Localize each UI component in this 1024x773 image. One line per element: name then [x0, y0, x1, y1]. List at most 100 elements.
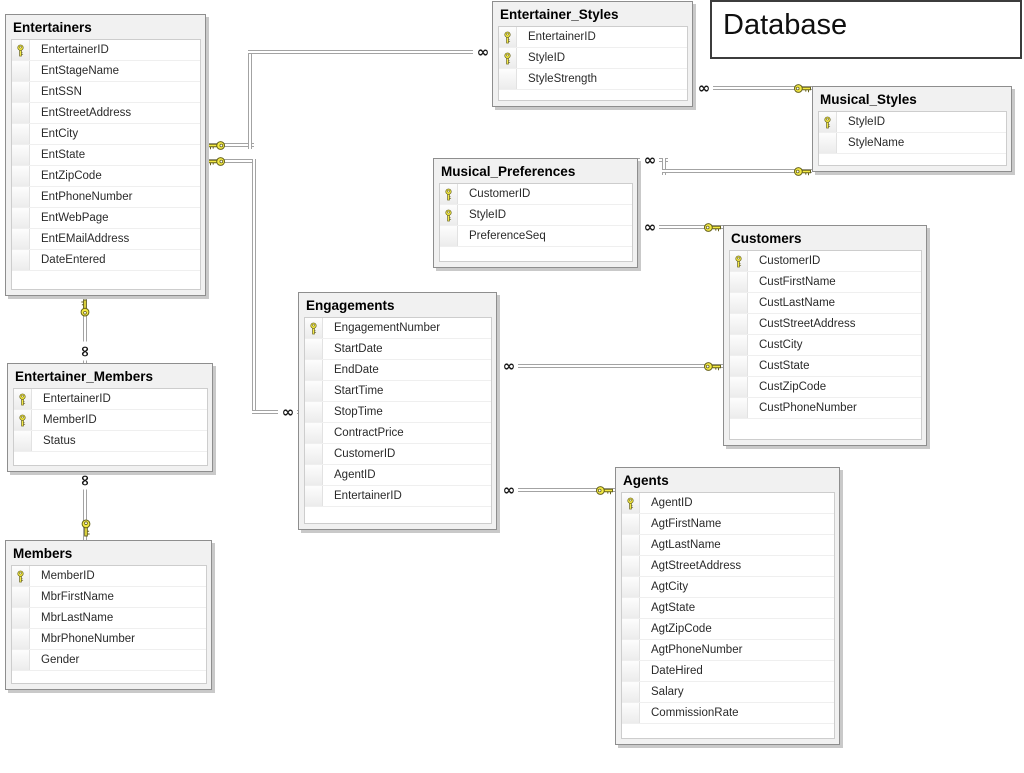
column-row[interactable]: Status — [14, 431, 207, 452]
column-row[interactable]: StyleID — [499, 48, 687, 69]
annotation-text-box[interactable]: Database — [710, 0, 1022, 59]
column-row[interactable]: AgentID — [305, 465, 491, 486]
column-row[interactable]: AgtZipCode — [622, 619, 834, 640]
primary-key-icon — [12, 40, 30, 60]
column-row[interactable]: StyleID — [440, 205, 632, 226]
column-row[interactable]: CustCity — [730, 335, 921, 356]
column-row[interactable]: CustStreetAddress — [730, 314, 921, 335]
column-name: Salary — [651, 686, 684, 698]
column-row[interactable]: EntPhoneNumber — [12, 187, 200, 208]
column-row[interactable]: EntState — [12, 145, 200, 166]
relationship-line-musical_styles-musical_preferences[interactable] — [662, 169, 812, 173]
column-name: CustLastName — [759, 297, 836, 309]
row-selector — [622, 682, 640, 702]
column-row[interactable]: CustomerID — [440, 184, 632, 205]
row-selector — [622, 514, 640, 534]
column-row[interactable]: StartDate — [305, 339, 491, 360]
column-row[interactable]: MbrFirstName — [12, 587, 206, 608]
column-row[interactable]: StopTime — [305, 402, 491, 423]
one-side-key-icon — [703, 219, 722, 235]
relationship-line-members-entertainer_members[interactable] — [83, 472, 87, 540]
column-row[interactable]: CustomerID — [730, 251, 921, 272]
column-row[interactable]: CustFirstName — [730, 272, 921, 293]
column-row[interactable]: EntStreetAddress — [12, 103, 200, 124]
table-title-members: Members — [13, 546, 73, 561]
column-row[interactable]: AgentID — [622, 493, 834, 514]
relationship-line-entertainers-engagements[interactable] — [206, 159, 256, 163]
column-row[interactable]: Gender — [12, 650, 206, 671]
column-name: StyleName — [848, 137, 905, 149]
row-selector — [12, 145, 30, 165]
column-row[interactable]: EntertainerID — [305, 486, 491, 507]
column-row[interactable]: MbrLastName — [12, 608, 206, 629]
many-side-infinity-icon: ∞ — [640, 152, 659, 168]
column-row[interactable]: EngagementNumber — [305, 318, 491, 339]
column-row[interactable]: AgtStreetAddress — [622, 556, 834, 577]
column-row[interactable]: MemberID — [12, 566, 206, 587]
column-name: EntPhoneNumber — [41, 191, 133, 203]
column-row[interactable]: CustPhoneNumber — [730, 398, 921, 419]
column-row[interactable]: PreferenceSeq — [440, 226, 632, 247]
column-row[interactable]: DateEntered — [12, 250, 200, 271]
column-row[interactable]: EntZipCode — [12, 166, 200, 187]
column-row[interactable]: AgtFirstName — [622, 514, 834, 535]
one-side-key-icon — [78, 519, 94, 538]
column-row[interactable]: MemberID — [14, 410, 207, 431]
relationship-line-agents-engagements[interactable] — [497, 488, 615, 492]
one-side-key-icon — [78, 299, 94, 318]
column-row[interactable]: EntCity — [12, 124, 200, 145]
relationship-line-musical_styles-musical_preferences[interactable] — [662, 158, 666, 175]
relationship-line-entertainers-entertainer_styles[interactable] — [248, 50, 492, 54]
column-row[interactable]: AgtState — [622, 598, 834, 619]
relationship-line-entertainers-entertainer_members[interactable] — [83, 296, 87, 363]
column-row[interactable]: EntSSN — [12, 82, 200, 103]
column-row[interactable]: EntertainerID — [14, 389, 207, 410]
column-row[interactable]: StyleName — [819, 133, 1006, 154]
column-row[interactable]: AgtLastName — [622, 535, 834, 556]
column-name: EntState — [41, 149, 86, 161]
column-row[interactable]: StartTime — [305, 381, 491, 402]
relationship-line-customers-musical_preferences[interactable] — [638, 225, 723, 229]
column-row[interactable]: EntEMailAddress — [12, 229, 200, 250]
column-row[interactable]: AgtPhoneNumber — [622, 640, 834, 661]
relationship-line-entertainers-engagements[interactable] — [252, 410, 298, 414]
relationship-line-customers-engagements[interactable] — [497, 364, 723, 368]
column-row[interactable]: CustLastName — [730, 293, 921, 314]
column-row[interactable]: CustState — [730, 356, 921, 377]
column-row[interactable]: EntertainerID — [499, 27, 687, 48]
column-row[interactable]: DateHired — [622, 661, 834, 682]
column-name: CustCity — [759, 339, 803, 351]
column-row[interactable]: EndDate — [305, 360, 491, 381]
column-row[interactable]: EntStageName — [12, 61, 200, 82]
relationship-line-entertainers-entertainer_styles[interactable] — [206, 143, 254, 147]
column-row[interactable]: ContractPrice — [305, 423, 491, 444]
column-row[interactable]: EntertainerID — [12, 40, 200, 61]
relationship-line-musical_styles-entertainer_styles[interactable] — [693, 86, 812, 90]
column-name: EntertainerID — [41, 44, 109, 56]
column-row[interactable]: CustZipCode — [730, 377, 921, 398]
column-row[interactable]: CustomerID — [305, 444, 491, 465]
many-side-infinity-icon: ∞ — [694, 80, 713, 96]
column-row[interactable]: StyleStrength — [499, 69, 687, 90]
column-name: AgtLastName — [651, 539, 721, 551]
column-row[interactable]: MbrPhoneNumber — [12, 629, 206, 650]
column-row[interactable]: Salary — [622, 682, 834, 703]
column-row[interactable]: StyleID — [819, 112, 1006, 133]
relationship-line-entertainers-engagements[interactable] — [252, 159, 256, 414]
column-name: AgtZipCode — [651, 623, 712, 635]
column-row[interactable]: CommissionRate — [622, 703, 834, 724]
column-row[interactable]: AgtCity — [622, 577, 834, 598]
relationship-line-entertainers-entertainer_styles[interactable] — [248, 50, 252, 149]
column-row[interactable]: EntWebPage — [12, 208, 200, 229]
